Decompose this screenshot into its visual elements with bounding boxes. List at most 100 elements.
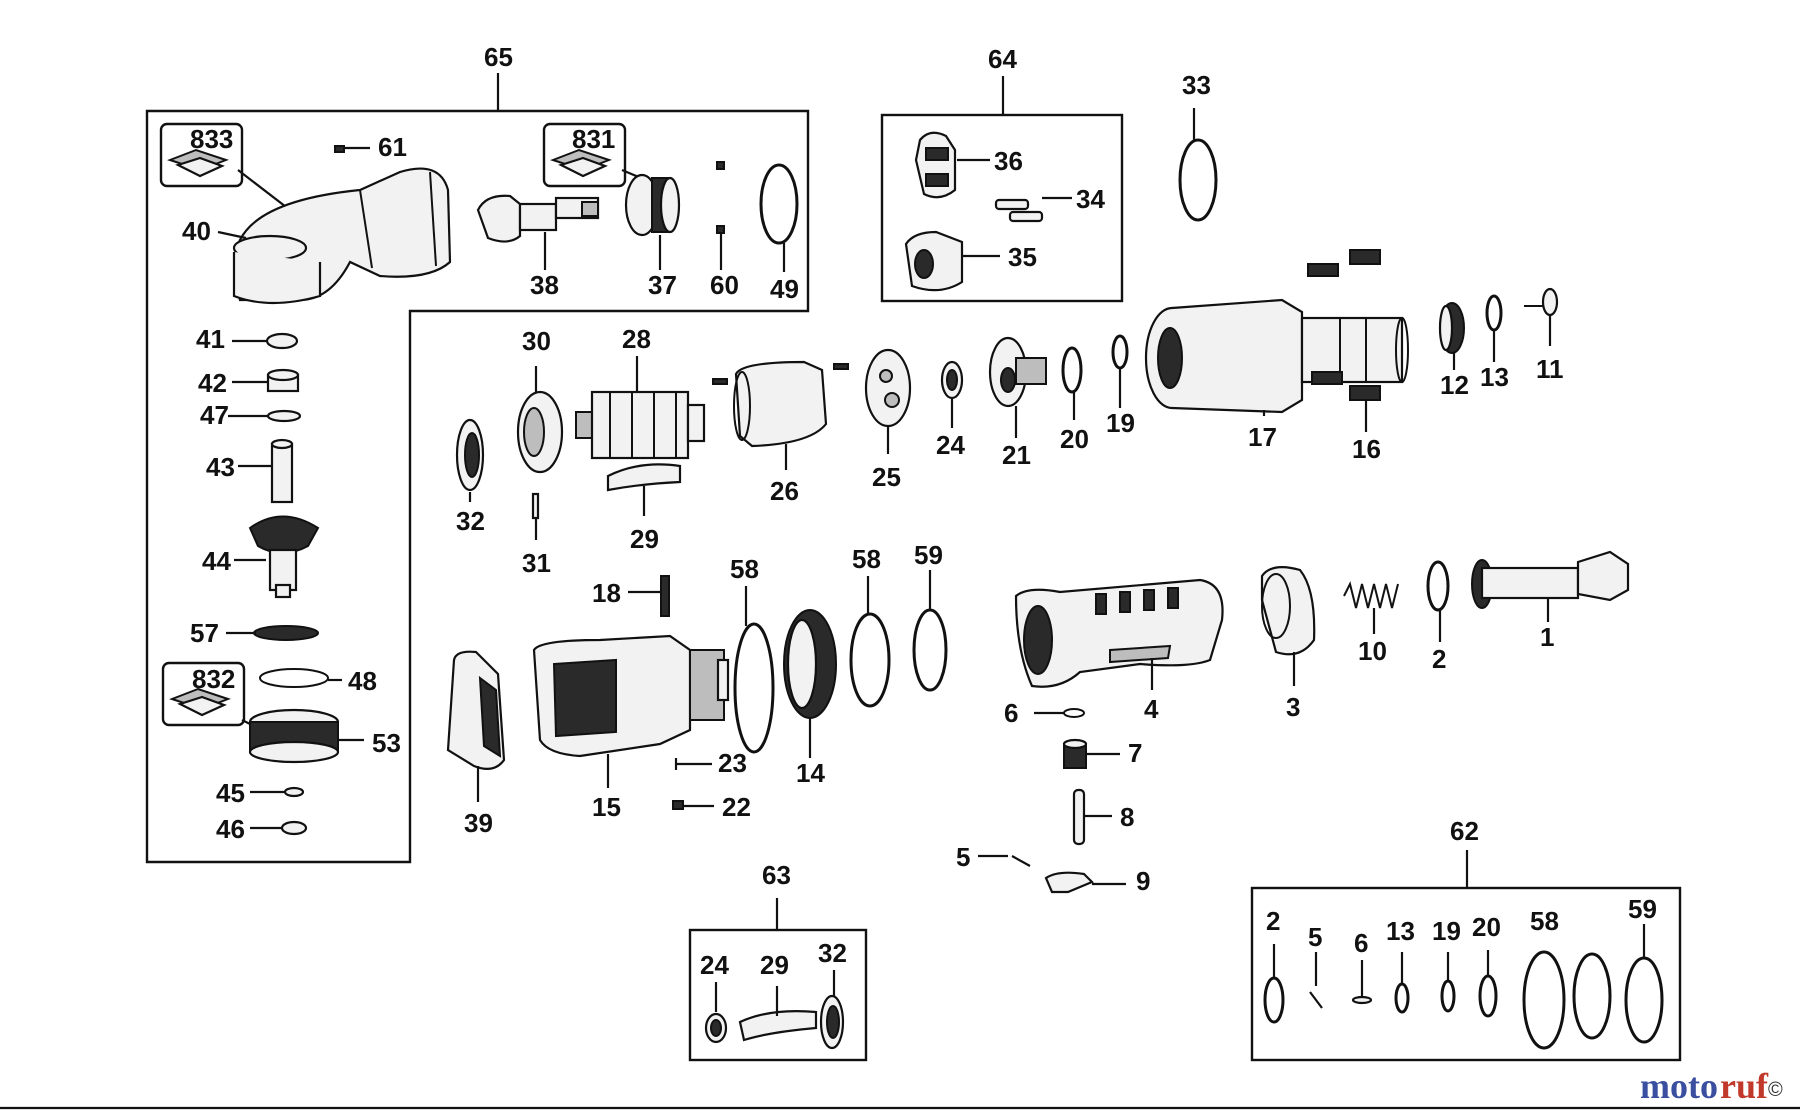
dowel-pin-a xyxy=(712,378,728,385)
label-47: 47 xyxy=(200,400,229,430)
plate-30 xyxy=(516,390,564,474)
ring-19 xyxy=(1111,334,1129,370)
oring-58a xyxy=(733,622,775,754)
kit62-label-20: 20 xyxy=(1472,912,1501,942)
washer-48 xyxy=(259,668,329,688)
label-9: 9 xyxy=(1136,866,1150,896)
label-44: 44 xyxy=(202,546,231,576)
label-832: 832 xyxy=(192,664,235,694)
label-20: 20 xyxy=(1060,424,1089,454)
bevel-gear-44 xyxy=(248,515,320,599)
ring-nut-14 xyxy=(783,609,837,719)
inlet-1 xyxy=(1471,550,1630,609)
kit62-ring-19 xyxy=(1440,979,1456,1013)
label-6: 6 xyxy=(1004,698,1018,728)
label-58a: 58 xyxy=(730,554,759,584)
kit62-label-58: 58 xyxy=(1530,906,1559,936)
watermark: moto ruf © xyxy=(1640,1066,1783,1106)
handle-4 xyxy=(1014,578,1224,688)
kit62-ring-2 xyxy=(1263,976,1285,1024)
kit63-label-32: 32 xyxy=(818,938,847,968)
bearing-24 xyxy=(940,360,964,400)
circlip-49 xyxy=(759,163,799,245)
label-48: 48 xyxy=(348,666,377,696)
label-65: 65 xyxy=(484,42,513,72)
kit-832-icon xyxy=(169,687,231,717)
label-18: 18 xyxy=(592,578,621,608)
pin-5 xyxy=(1011,855,1031,867)
part-labels: 65 64 33 833 831 61 36 34 40 35 38 37 60… xyxy=(182,42,1657,980)
label-60: 60 xyxy=(710,270,739,300)
kit-831-icon xyxy=(550,148,612,178)
kit63-label-29: 29 xyxy=(760,950,789,980)
label-11: 11 xyxy=(1536,354,1564,384)
nut-12 xyxy=(1438,302,1465,354)
label-8: 8 xyxy=(1120,802,1134,832)
label-17: 17 xyxy=(1248,422,1277,452)
bearing-37 xyxy=(624,173,681,237)
label-1: 1 xyxy=(1540,622,1554,652)
kit63-label-24: 24 xyxy=(700,950,729,980)
label-23: 23 xyxy=(718,748,747,778)
kit-832-box xyxy=(161,661,246,727)
sleeve-43 xyxy=(270,438,294,504)
label-4: 4 xyxy=(1144,694,1159,724)
label-30: 30 xyxy=(522,326,551,356)
rear-plate-21 xyxy=(988,336,1047,408)
label-24: 24 xyxy=(936,430,965,460)
label-46: 46 xyxy=(216,814,245,844)
label-2: 2 xyxy=(1432,644,1446,674)
label-35: 35 xyxy=(1008,242,1037,272)
ring-13 xyxy=(1485,294,1503,332)
kit62-label-13: 13 xyxy=(1386,916,1415,946)
label-43: 43 xyxy=(206,452,235,482)
pin-61 xyxy=(334,145,345,153)
rotor-28 xyxy=(575,390,706,460)
label-34: 34 xyxy=(1076,184,1105,214)
kit63-vane-29 xyxy=(738,1010,818,1042)
kit62-label-6: 6 xyxy=(1354,928,1368,958)
plug-7 xyxy=(1062,738,1088,769)
end-cap-3 xyxy=(1260,565,1316,656)
end-plate-25 xyxy=(864,348,912,428)
ring-33 xyxy=(1178,138,1218,222)
label-61: 61 xyxy=(378,132,407,162)
boot-39 xyxy=(446,650,506,771)
pins-34 xyxy=(994,198,1044,223)
hammer-35 xyxy=(904,230,964,292)
label-62: 62 xyxy=(1450,816,1479,846)
label-57: 57 xyxy=(190,618,219,648)
watermark-text-a: moto xyxy=(1640,1066,1718,1106)
washer-6 xyxy=(1063,708,1085,718)
label-7: 7 xyxy=(1128,738,1142,768)
label-58b: 58 xyxy=(852,544,881,574)
angle-head-40 xyxy=(232,167,452,305)
kit62-washer-6 xyxy=(1351,995,1373,1005)
housing-17 xyxy=(1144,298,1409,414)
label-13: 13 xyxy=(1480,362,1509,392)
kit62-ring-58a xyxy=(1522,950,1566,1050)
label-42: 42 xyxy=(198,368,227,398)
label-22: 22 xyxy=(722,792,751,822)
kit62-ring-58b xyxy=(1572,952,1612,1040)
pin-31 xyxy=(531,492,540,520)
label-833: 833 xyxy=(190,124,233,154)
pin-60b xyxy=(716,225,725,234)
bearing-32 xyxy=(455,418,485,492)
washer-47 xyxy=(266,409,302,423)
kit-831-box xyxy=(542,122,627,188)
watermark-text-b: ruf xyxy=(1720,1066,1769,1106)
washer-41 xyxy=(265,332,299,350)
cage-36 xyxy=(914,131,957,199)
label-38: 38 xyxy=(530,270,559,300)
valve-11 xyxy=(1524,287,1559,317)
pin-22 xyxy=(672,800,684,810)
washer-46 xyxy=(280,820,308,836)
kit-833-icon xyxy=(167,148,229,178)
kit-833-box xyxy=(159,122,244,188)
label-5: 5 xyxy=(956,842,970,872)
label-40: 40 xyxy=(182,216,211,246)
ring-2 xyxy=(1426,560,1450,612)
copyright-symbol: © xyxy=(1768,1079,1783,1101)
